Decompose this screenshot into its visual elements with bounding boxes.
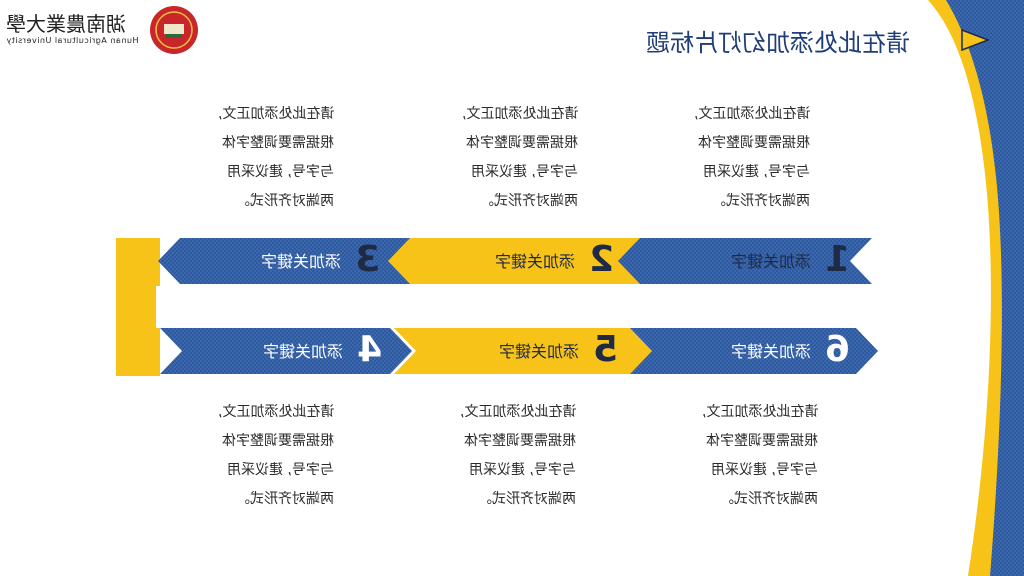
right-blue-band [946,0,1024,576]
step-5-keyword: 添加关键字 [498,342,579,361]
step-4-keyword: 添加关键字 [262,342,343,361]
step-2: 添加关键字 2 [430,238,614,282]
step-6-keyword: 添加关键字 [730,342,811,361]
body-text-top-right: 请在此处添加正文, 根据需要调整字体 与字号, 建议采用 两端对齐形式。 [693,106,810,209]
step-6-number: 6 [824,329,850,370]
slide-title: 请在此处添加幻灯片标题 [646,29,910,57]
step-2-keyword: 添加关键字 [494,252,575,271]
step-3-number: 3 [354,239,380,280]
step-5-number: 5 [592,329,618,370]
step-2-number: 2 [588,239,614,280]
arrow-shape-3 [158,238,420,284]
step-3: 添加关键字 3 [196,238,380,282]
bracket-connector [116,238,160,376]
university-logo-subtitle: Hunan Agricultural University [6,36,139,45]
step-4: 添加关键字 4 [196,328,382,372]
arrow-shape-1 [618,238,872,284]
body-text-bottom-right: 请在此处添加正文, 根据需要调整字体 与字号, 建议采用 两端对齐形式。 [701,404,818,507]
arrow-shape-2 [388,238,646,284]
step-3-keyword: 添加关键字 [260,252,341,271]
step-1: 添加关键字 1 [660,238,850,282]
body-text-top-left: 请在此处添加正文, 根据需要调整字体 与字号, 建议采用 两端对齐形式。 [217,106,334,209]
body-text-bottom-left: 请在此处添加正文, 根据需要调整字体 与字号, 建议采用 两端对齐形式。 [217,404,334,507]
step-1-number: 1 [824,239,850,280]
arrow-shape-4 [160,328,412,374]
arrow-shape-5 [394,328,652,374]
body-text-top-middle: 请在此处添加正文, 根据需要调整字体 与字号, 建议采用 两端对齐形式。 [461,106,578,209]
university-emblem-icon [150,6,198,54]
body-text-bottom-middle: 请在此处添加正文, 根据需要调整字体 与字号, 建议采用 两端对齐形式。 [459,404,576,507]
step-1-keyword: 添加关键字 [730,252,811,271]
university-logo-text: 湖南農業大學 [6,12,126,36]
step-5: 添加关键字 5 [430,328,618,372]
arrow-shape-6 [630,328,878,374]
step-6: 添加关键字 6 [664,328,850,372]
step-4-number: 4 [356,329,382,370]
play-triangle-icon [961,28,991,52]
